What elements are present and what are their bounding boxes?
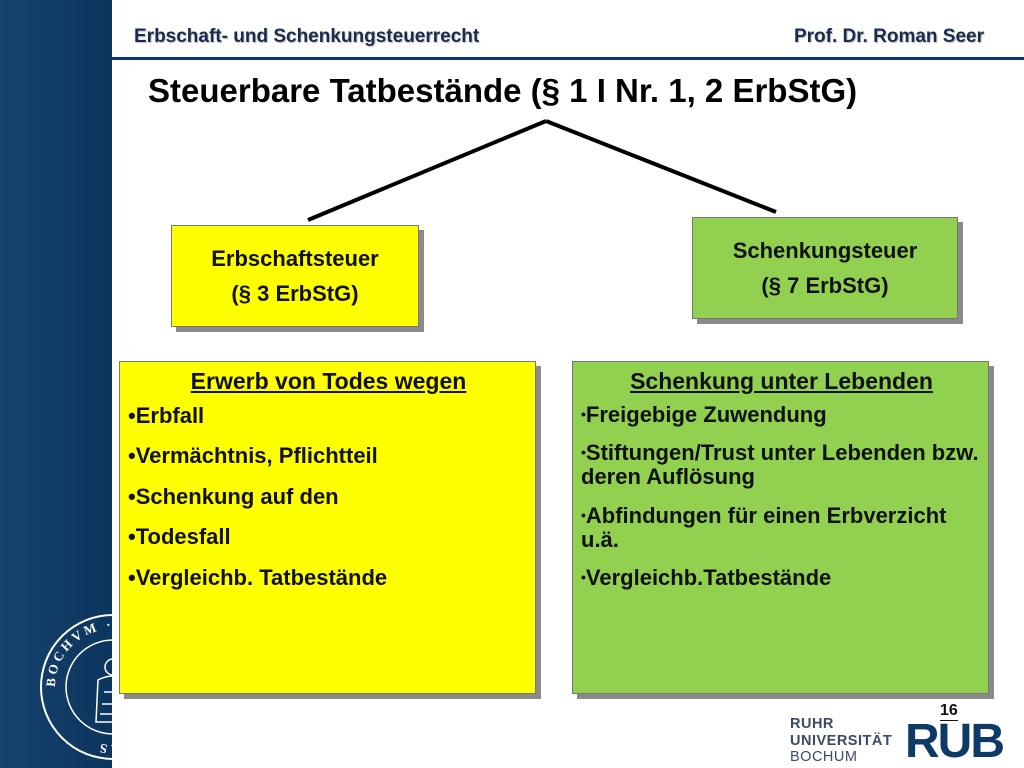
branch-line-left: [307, 119, 547, 222]
schenkungsteuer-reference: (§ 7 ErbStG): [761, 273, 889, 298]
bullet-icon: •: [128, 403, 136, 428]
bullet-icon: •: [581, 506, 586, 523]
bullet-icon: •: [128, 524, 136, 550]
header-course-title: Erbschaft- und Schenkungsteuerrecht: [134, 26, 480, 47]
list-item: •Vermächtnis, Pflichtteil: [128, 443, 378, 469]
lebenden-heading: Schenkung unter Lebenden: [630, 368, 933, 394]
sidebar-shade: [0, 0, 112, 768]
list-item: •Abfindungen für einen Erbverzicht u.ä.: [581, 502, 947, 552]
schenkungsteuer-label: Schenkungsteuer: [732, 237, 918, 263]
list-item: •Stiftungen/Trust unter Lebenden bzw. de…: [581, 440, 979, 490]
erbschaftsteuer-reference: (§ 3 ErbStG): [231, 281, 359, 306]
header-author: Prof. Dr. Roman Seer: [793, 26, 984, 47]
university-line-2: UNIVERSITÄT: [790, 732, 893, 749]
schenkung-unter-lebenden-box: Schenkung unter Lebenden •Freigebige Zuw…: [572, 361, 989, 694]
bullet-icon: •: [128, 564, 136, 590]
bullet-icon: •: [128, 483, 136, 509]
header-divider: [112, 57, 1024, 60]
erbschaftsteuer-box: Erbschaftsteuer (§ 3 ErbStG): [171, 225, 419, 327]
todes-list: •Erbfall •Vermächtnis, Pflichtteil •Sche…: [128, 403, 529, 591]
list-item: •Vergleichb.Tatbestände: [581, 564, 832, 590]
todes-heading: Erwerb von Todes wegen: [190, 368, 467, 394]
list-item: •Schenkung auf den: [128, 483, 339, 509]
university-wordmark: RUHR UNIVERSITÄT BOCHUM: [790, 716, 892, 766]
erbschaftsteuer-label: Erbschaftsteuer: [211, 245, 379, 271]
list-item: •Todesfall: [128, 524, 231, 550]
bullet-icon: •: [581, 568, 586, 585]
list-item: •Freigebige Zuwendung: [581, 402, 827, 427]
slide-title: Steuerbare Tatbestände (§ 1 I Nr. 1, 2 E…: [148, 72, 858, 109]
bullet-icon: •: [581, 444, 586, 461]
rub-logo: RUB: [905, 715, 1005, 768]
university-line-1: RUHR: [790, 716, 834, 732]
university-line-3: BOCHUM: [790, 749, 858, 766]
schenkungsteuer-box: Schenkungsteuer (§ 7 ErbStG): [692, 217, 958, 319]
page-number: 16: [940, 702, 958, 721]
left-sidebar: [0, 0, 112, 768]
lebenden-list: •Freigebige Zuwendung •Stiftungen/Trust …: [581, 402, 982, 590]
branch-line-right: [545, 119, 777, 214]
bullet-icon: •: [581, 406, 586, 422]
list-item: •Vergleichb. Tatbestände: [128, 564, 388, 590]
bullet-icon: •: [128, 443, 136, 469]
list-item: •Erbfall: [128, 403, 205, 428]
erwerb-von-todes-wegen-box: Erwerb von Todes wegen •Erbfall •Vermäch…: [119, 361, 536, 694]
